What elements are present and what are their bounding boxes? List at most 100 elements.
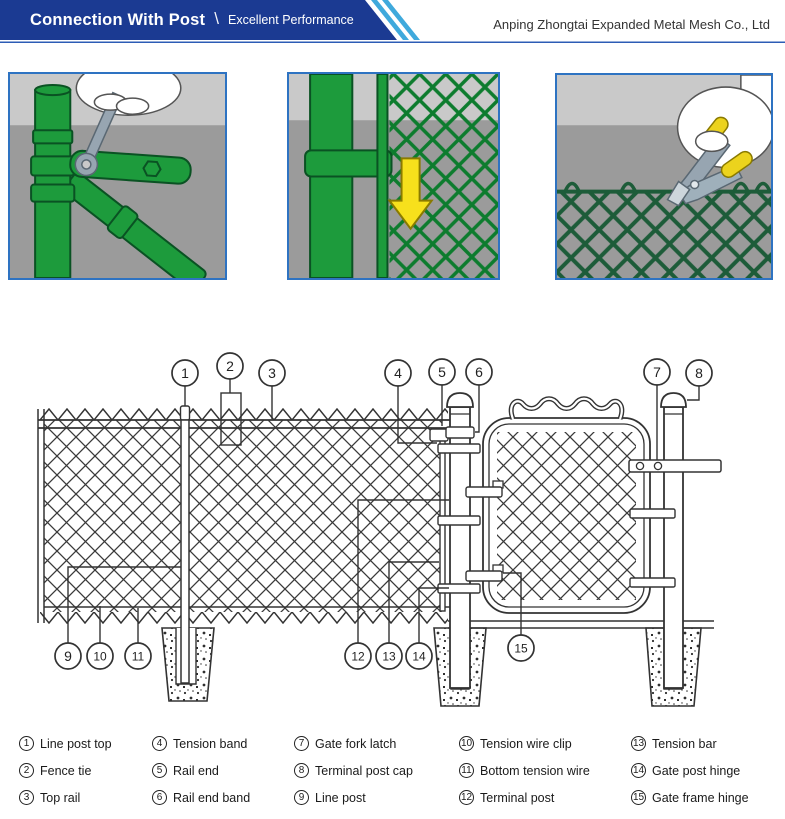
legend-label: Line post [315,790,366,805]
photo-brace-band-wrench [8,72,227,280]
legend-label: Rail end band [173,790,251,805]
legend-label: Tension wire clip [480,736,572,751]
wrench-tightening-brace-band-icon [10,74,225,278]
svg-text:3: 3 [268,365,276,381]
page-subtitle: Excellent Performance [228,13,354,27]
legend-item-8: 8 Terminal post cap [294,760,459,781]
banner-stripe-2 [382,0,420,40]
legend-number: 15 [631,790,646,805]
legend-label: Gate frame hinge [652,790,749,805]
legend-label: Gate fork latch [315,736,397,751]
svg-text:2: 2 [226,358,234,374]
svg-text:11: 11 [132,650,145,664]
legend-label: Tension bar [652,736,717,751]
svg-text:5: 5 [438,364,446,380]
callouts: 1 2 3 4 5 6 7 8 9 10 11 12 13 14 15 [54,352,713,670]
page-header: Connection With Post \ Excellent Perform… [0,0,785,46]
legend-item-10: 10 Tension wire clip [459,733,631,754]
latch-band [629,577,676,588]
callout-4: 4 [384,359,412,387]
line-post-top [179,405,191,421]
legend-item-9: 9 Line post [294,787,459,808]
gate-post [663,406,684,689]
concrete-footings [161,627,702,707]
legend-number: 8 [294,763,309,778]
gate-post-cap [660,392,687,408]
title-divider: \ [214,9,219,28]
legend-label: Tension band [173,736,248,751]
gate [482,396,651,614]
legend-item-11: 11 Bottom tension wire [459,760,631,781]
header-rule [0,41,785,43]
svg-text:4: 4 [394,365,402,381]
svg-text:8: 8 [695,365,703,381]
down-arrow-icon [387,157,434,231]
tension-band [437,443,481,454]
page-title: Connection With Post [30,10,206,29]
callout-7: 7 [643,358,671,386]
callout-1: 1 [171,359,199,387]
svg-text:1: 1 [181,365,189,381]
callout-11: 11 [124,642,152,670]
legend-number: 2 [19,763,34,778]
svg-text:10: 10 [93,650,107,664]
legend-number: 10 [459,736,474,751]
photo-pliers-twist-wire [555,73,773,280]
legend-item-15: 15 Gate frame hinge [631,787,785,808]
legend-number: 7 [294,736,309,751]
legend-number: 13 [631,736,646,751]
callout-15: 15 [507,634,535,662]
legend-number: 12 [459,790,474,805]
callout-10: 10 [86,642,114,670]
terminal-post-cap [446,392,474,408]
legend-label: Rail end [173,763,219,778]
latch-band [629,508,676,519]
line-post [179,405,191,684]
legend-item-7: 7 Gate fork latch [294,733,459,754]
tension-band [437,515,481,526]
legend-number: 5 [152,763,167,778]
legend-label: Terminal post cap [315,763,413,778]
callout-leader-lines [67,379,700,644]
company-name: Anping Zhongtai Expanded Metal Mesh Co.,… [493,16,770,32]
fence-left-edge [37,409,45,623]
legend-number: 6 [152,790,167,805]
bottom-selvage [40,612,448,624]
gate-mesh [497,432,636,600]
legend-label: Bottom tension wire [480,763,590,778]
top-rail [38,419,451,429]
callout-9: 9 [54,642,82,670]
legend-item-6: 6 Rail end band [152,787,294,808]
legend-number: 14 [631,763,646,778]
callout-5: 5 [428,358,456,386]
legend-item-5: 5 Rail end [152,760,294,781]
tension-bar [376,74,389,278]
svg-text:15: 15 [514,642,528,656]
banner-shape [0,0,397,40]
legend-number: 11 [459,763,474,778]
callout-12: 12 [344,642,372,670]
banner-stripe-1 [371,0,409,40]
pliers-twisting-mesh-wire-icon [557,75,771,278]
tension-bar-band-arrow-icon [289,74,498,278]
svg-text:6: 6 [475,364,483,380]
rail-end-band [445,426,475,439]
callout-8: 8 [685,359,713,387]
svg-text:13: 13 [382,650,396,664]
callout-3: 3 [258,359,286,387]
svg-text:7: 7 [653,364,661,380]
chainlink-mesh [557,191,771,278]
legend-label: Line post top [40,736,112,751]
fence-tie-bracket [220,392,242,446]
gate-fork-latch [628,459,722,473]
legend-label: Top rail [40,790,81,805]
callout-14: 14 [405,642,433,670]
legend-item-13: 13 Tension bar [631,733,785,754]
legend-label: Gate post hinge [652,763,741,778]
legend-number: 9 [294,790,309,805]
